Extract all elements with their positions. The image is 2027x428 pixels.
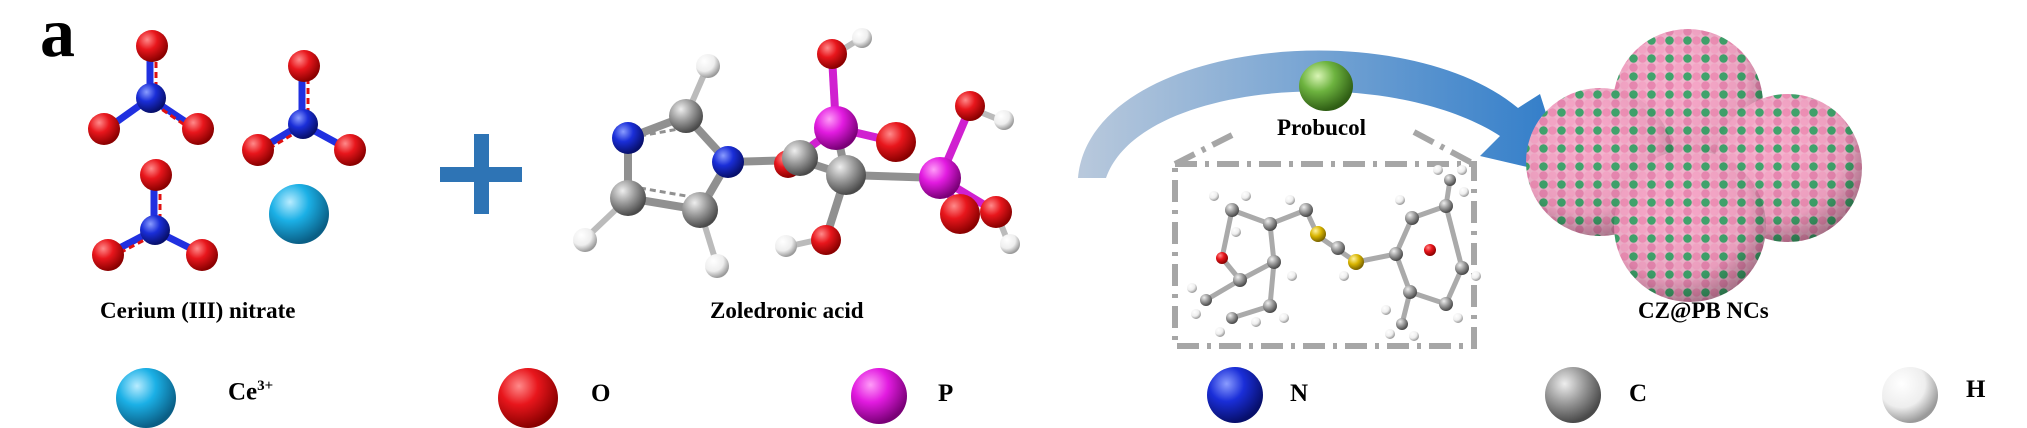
cerium-ion xyxy=(269,184,329,244)
legend-p-sphere xyxy=(851,368,907,424)
nitrate-ion-3 xyxy=(92,159,218,271)
plus-sign xyxy=(440,134,522,214)
legend-n-sphere xyxy=(1207,367,1263,423)
caption-product: CZ@PB NCs xyxy=(1638,298,1769,323)
caption-probucol: Probucol xyxy=(1277,115,1367,140)
legend-ce-sphere xyxy=(116,368,176,428)
legend-c-sphere xyxy=(1545,367,1601,423)
legend-label-c: C xyxy=(1629,380,1648,407)
legend-label-ce: Ce3+ xyxy=(228,378,274,406)
legend-o-sphere xyxy=(498,368,558,428)
legend-label-n: N xyxy=(1290,380,1309,407)
probucol-dash-box xyxy=(1172,129,1477,349)
probucol-sphere xyxy=(1299,61,1353,111)
legend-label-h: H xyxy=(1966,376,1986,403)
nitrate-ion-1 xyxy=(88,30,214,145)
legend-label-p: P xyxy=(938,380,954,407)
probucol-molecule xyxy=(1187,165,1481,341)
nitrate-ion-2 xyxy=(242,50,366,166)
zoledronic-acid-molecule xyxy=(573,28,1020,278)
panel-label: a xyxy=(40,0,75,72)
reaction-arrow xyxy=(1078,50,1566,178)
nanocrystal-cluster xyxy=(1526,29,1862,302)
caption-zoledronic-acid: Zoledronic acid xyxy=(710,298,864,323)
legend-h-sphere xyxy=(1882,367,1938,423)
caption-cerium-nitrate: Cerium (III) nitrate xyxy=(100,298,296,323)
legend-label-o: O xyxy=(591,380,611,407)
